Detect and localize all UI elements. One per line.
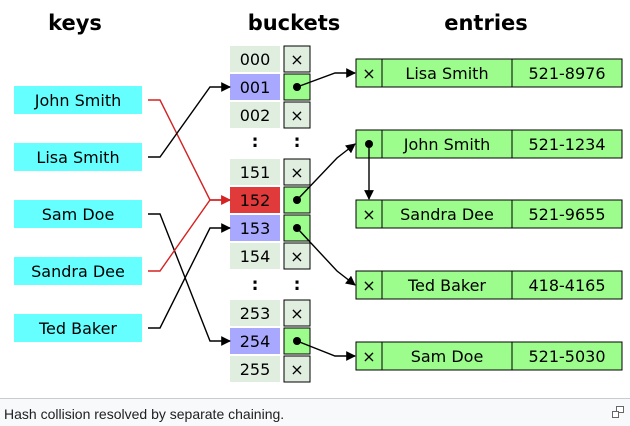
bucket-index: 151 (240, 163, 271, 182)
bucket-255: 255 × (230, 355, 311, 383)
key-label: Lisa Smith (36, 148, 119, 167)
heading-entries: entries (444, 11, 528, 35)
bucket-index: 002 (240, 106, 271, 125)
bucket-151: 151 × (230, 158, 311, 186)
bucket-index: 154 (240, 247, 271, 266)
entry-sandra-dee (355, 199, 623, 229)
hash-table-diagram: keys buckets entries John Smith Lisa Smi… (14, 11, 623, 383)
bucket-index: 001 (240, 78, 271, 97)
entry-lisa-smith (355, 58, 623, 88)
key-lisa-smith: Lisa Smith (14, 143, 142, 171)
null-marker: × (290, 163, 303, 182)
entry-ted-baker (355, 270, 623, 300)
bucket-ellipsis: : (294, 275, 301, 295)
entry-name: Lisa Smith (405, 64, 488, 83)
key-john-smith: John Smith (14, 86, 142, 114)
entry-phone: 521-8976 (528, 64, 605, 83)
hash-line-sandra-dee (148, 195, 231, 272)
key-sandra-dee: Sandra Dee (14, 257, 142, 285)
hash-line-ted-baker (148, 223, 231, 329)
entry-john-smith (355, 129, 623, 159)
figure-caption: Hash collision resolved by separate chai… (4, 406, 285, 422)
bucket-index: 000 (240, 50, 271, 69)
hash-line-sam-doe (148, 213, 231, 346)
hash-line-john-smith (148, 99, 231, 205)
null-marker: × (362, 64, 375, 83)
entry-name: Sandra Dee (400, 205, 494, 224)
heading-buckets: buckets (248, 11, 341, 35)
bucket-index: 255 (240, 360, 271, 379)
bucket-ellipsis: : (252, 132, 259, 152)
entry-sam-doe (355, 341, 623, 371)
bucket-254: 254 (230, 327, 311, 355)
bucket-index: 153 (240, 219, 271, 238)
null-marker: × (290, 304, 303, 323)
hash-line-lisa-smith (148, 82, 231, 158)
caption-bar: Hash collision resolved by separate chai… (0, 398, 630, 426)
key-label: Ted Baker (38, 319, 117, 338)
entry-phone: 521-1234 (528, 135, 605, 154)
bucket-002: 002 × (230, 101, 311, 129)
entry-name: John Smith (403, 135, 490, 154)
bucket-index: 254 (240, 332, 271, 351)
key-ted-baker: Ted Baker (14, 314, 142, 342)
enlarge-icon[interactable] (612, 406, 624, 418)
bucket-ellipsis: : (252, 275, 259, 295)
null-marker: × (362, 276, 375, 295)
heading-keys: keys (48, 11, 102, 35)
pointer-arrow-153 (296, 227, 356, 286)
pointer-arrow-001 (296, 68, 356, 88)
key-label: John Smith (34, 91, 121, 110)
bucket-001: 001 (230, 73, 311, 101)
bucket-153: 153 (230, 214, 311, 242)
bucket-000: 000 × (230, 45, 311, 73)
null-marker: × (362, 205, 375, 224)
bucket-253: 253 × (230, 299, 311, 327)
bucket-ellipsis: : (294, 132, 301, 152)
key-label: Sam Doe (42, 205, 115, 224)
null-marker: × (362, 347, 375, 366)
key-sam-doe: Sam Doe (14, 200, 142, 228)
key-label: Sandra Dee (31, 262, 125, 281)
bucket-152: 152 (230, 186, 311, 214)
entry-phone: 418-4165 (528, 276, 605, 295)
bucket-154: 154 × (230, 242, 311, 270)
bucket-index: 253 (240, 304, 271, 323)
entry-name: Ted Baker (407, 276, 486, 295)
null-marker: × (290, 50, 303, 69)
null-marker: × (290, 360, 303, 379)
pointer-arrow-254 (296, 340, 356, 361)
null-marker: × (290, 106, 303, 125)
entry-name: Sam Doe (411, 347, 484, 366)
entry-phone: 521-9655 (528, 205, 605, 224)
pointer-arrow-152 (296, 143, 356, 201)
bucket-index: 152 (240, 191, 271, 210)
null-marker: × (290, 247, 303, 266)
entry-phone: 521-5030 (528, 347, 605, 366)
